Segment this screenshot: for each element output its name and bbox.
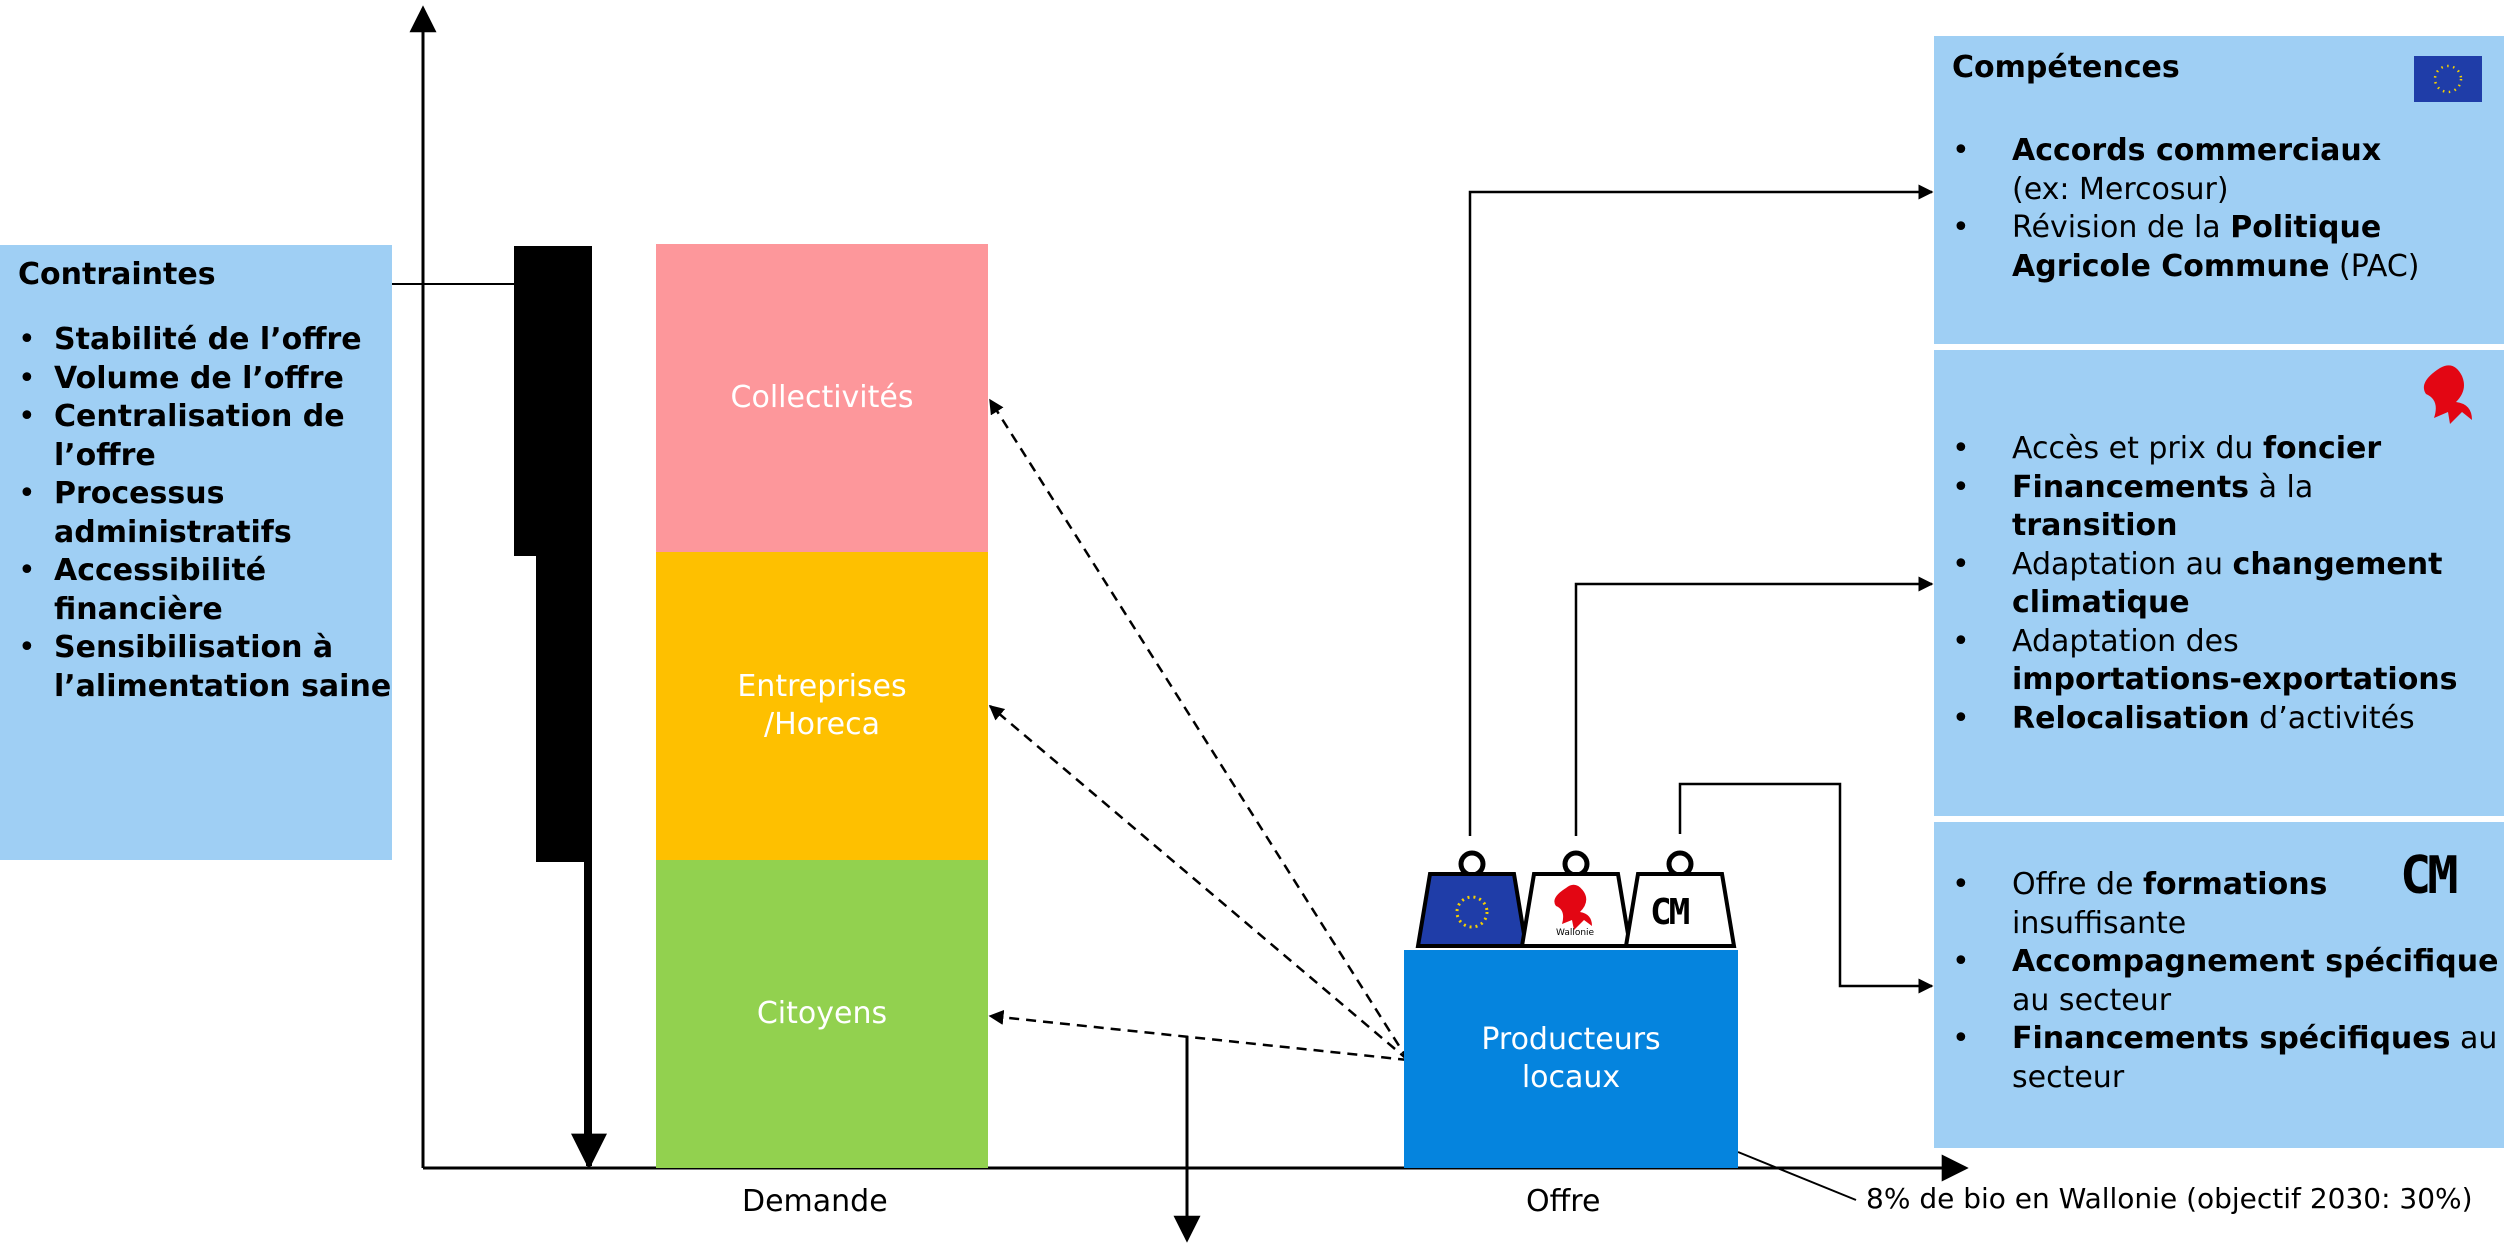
constraints-list: Stabilité de l’offre Volume de l’offre C…	[18, 321, 392, 706]
constraint-item: Centralisation de l’offre	[18, 398, 392, 475]
eu-item: Révision de la Politique Agricole Commun…	[1952, 209, 2504, 286]
connector-cm	[1678, 782, 1934, 994]
weight-cm	[1623, 850, 1737, 948]
demand-block-label: Entreprises /Horeca	[737, 669, 907, 742]
eu-list: Accords commerciaux (ex: Mercosur) Révis…	[1952, 132, 2504, 286]
constraint-bar	[514, 246, 592, 1140]
wallonie-rooster-icon	[2420, 362, 2480, 437]
connector-eu	[1468, 184, 1934, 836]
weight-wallonie-label: Wallonie	[1556, 928, 1595, 938]
wallonie-item: Financements à la transition	[1952, 469, 2504, 546]
cm-item: Financements spécifiques au secteur	[1952, 1020, 2504, 1097]
competences-wallonie-panel: Accès et prix du foncier Financements à …	[1934, 350, 2504, 816]
constraints-panel: Contraintes Stabilité de l’offre Volume …	[0, 245, 392, 860]
constraints-title: Contraintes	[18, 257, 216, 292]
constraint-item: Stabilité de l’offre	[18, 321, 392, 360]
cm-item: Accompagnement spécifique au secteur	[1952, 943, 2504, 1020]
demand-block-entreprises: Entreprises /Horeca	[656, 552, 988, 860]
producers-label: Producteurs locaux	[1481, 1022, 1661, 1095]
constraint-item: Accessibilité financière	[18, 552, 392, 629]
eu-item: Accords commerciaux (ex: Mercosur)	[1952, 132, 2504, 209]
constraint-item: Sensibilisation à l’alimentation saine	[18, 629, 392, 706]
weight-cm-label: CM	[1650, 892, 1690, 933]
wallonie-list: Accès et prix du foncier Financements à …	[1952, 430, 2504, 738]
competences-cm-panel: Offre de formations insuffisante Accompa…	[1934, 822, 2504, 1148]
connector-wallonie	[1574, 576, 1934, 836]
cm-list: Offre de formations insuffisante Accompa…	[1952, 866, 2504, 1097]
cm-item: Offre de formations insuffisante	[1952, 866, 2504, 943]
constraint-item: Volume de l’offre	[18, 360, 392, 399]
dashed-arrow-citoyens	[988, 1009, 1409, 1062]
eu-flag-icon	[2414, 56, 2482, 102]
demand-axis-label: Demande	[742, 1184, 888, 1219]
weight-eu	[1415, 850, 1529, 948]
dashed-arrow-collectivites	[988, 398, 1410, 1061]
wallonie-item: Relocalisation d’activités	[1952, 700, 2504, 739]
note-callout	[1737, 1151, 1857, 1201]
competences-eu-panel: Compétences Accords commerciaux (ex: Mer…	[1934, 36, 2504, 344]
demand-block-collectivites: Collectivités	[656, 244, 988, 552]
wallonie-item: Adaptation au changement climatique	[1952, 546, 2504, 623]
producers-box: Producteurs locaux	[1404, 950, 1738, 1168]
cm-logo-icon: CM	[2400, 846, 2459, 906]
constraint-item: Processus administratifs	[18, 475, 392, 552]
weight-wallonie	[1519, 850, 1633, 948]
demand-block-label: Citoyens	[756, 996, 888, 1031]
dashed-arrow-entreprises	[988, 705, 1409, 1061]
wallonie-item: Adaptation des importations-exportations	[1952, 623, 2504, 700]
bio-note: 8% de bio en Wallonie (objectif 2030: 30…	[1866, 1182, 2473, 1215]
supply-axis-label: Offre	[1526, 1184, 1601, 1219]
demand-block-citoyens: Citoyens	[656, 860, 988, 1168]
demand-block-label: Collectivités	[730, 380, 914, 415]
wallonie-item: Accès et prix du foncier	[1952, 430, 2504, 469]
competences-title: Compétences	[1952, 50, 2180, 85]
